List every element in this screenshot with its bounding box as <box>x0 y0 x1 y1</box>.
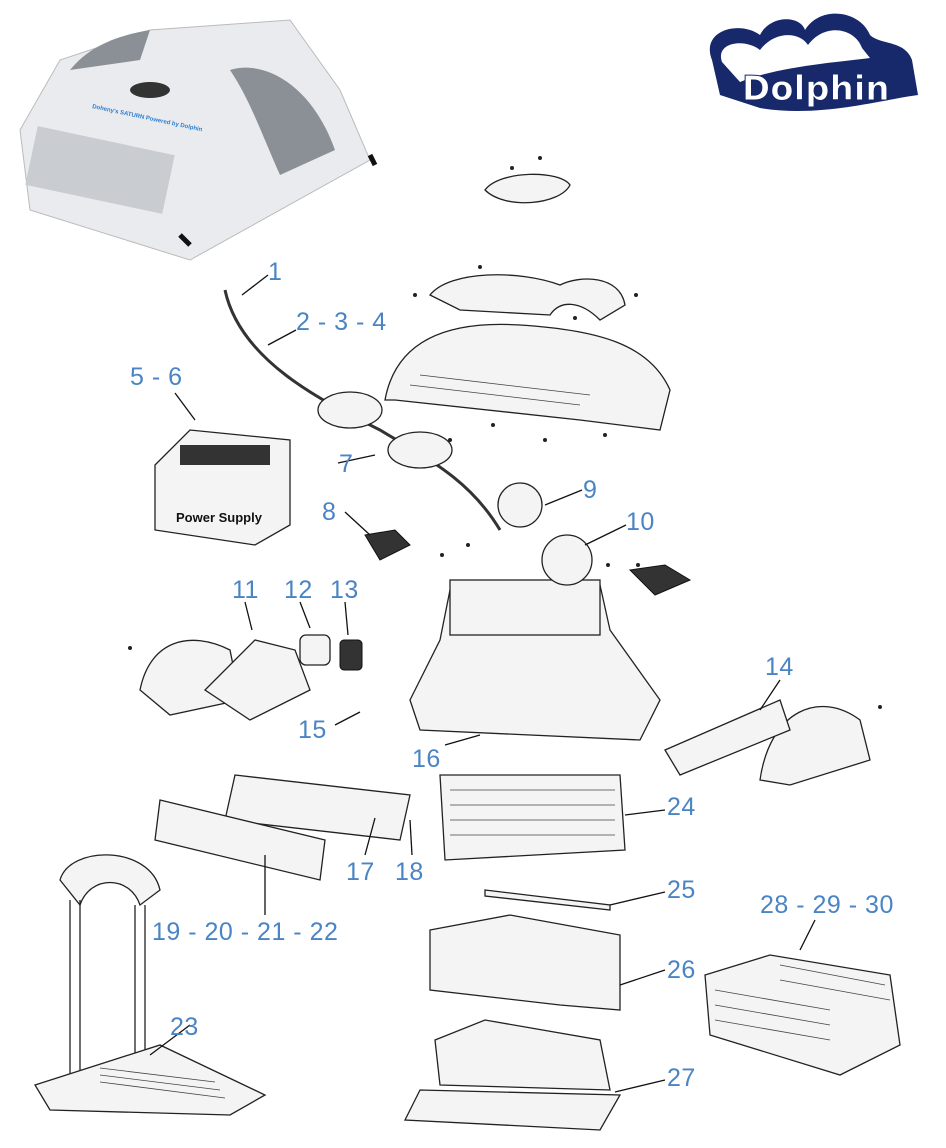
motor-circle <box>541 534 593 586</box>
callout-18: 18 <box>395 858 424 886</box>
pva-brush <box>154 799 326 881</box>
top-cover <box>384 323 671 431</box>
filter-bottom <box>403 1089 622 1131</box>
wheel <box>299 634 331 666</box>
top-cover-plate <box>484 173 571 204</box>
callout-9: 9 <box>583 476 598 504</box>
callout-27: 27 <box>667 1064 696 1092</box>
filter-clip <box>484 889 611 911</box>
callout-15: 15 <box>298 716 327 744</box>
filter-frame <box>434 1019 611 1091</box>
callout-12: 12 <box>284 576 313 604</box>
callout-16: 16 <box>412 745 441 773</box>
dolphin-logo: Dolphin <box>709 13 918 111</box>
callout-23: 23 <box>170 1013 199 1041</box>
cable-plate <box>387 431 453 469</box>
callout-17: 17 <box>346 858 375 886</box>
pulley <box>339 639 363 671</box>
motor-unit <box>449 579 601 636</box>
callout-2-3-4: 2 - 3 - 4 <box>296 308 387 336</box>
track-left <box>203 639 311 721</box>
svg-text:Dolphin: Dolphin <box>742 69 890 109</box>
impeller-circle <box>497 482 543 528</box>
callout-11: 11 <box>232 576 259 604</box>
filter-basket <box>439 774 626 861</box>
callout-10: 10 <box>626 508 655 536</box>
screws <box>128 156 882 709</box>
callout-24: 24 <box>667 793 696 821</box>
swivel <box>317 391 383 429</box>
power-supply: Power Supply <box>154 429 291 546</box>
callout-25: 25 <box>667 876 696 904</box>
callout-14: 14 <box>765 653 794 681</box>
callout-1: 1 <box>268 258 283 286</box>
callout-8: 8 <box>322 498 337 526</box>
callout-28-29-30: 28 - 29 - 30 <box>760 891 894 919</box>
filter-cartridge-frame <box>429 914 621 1011</box>
callout-13: 13 <box>330 576 359 604</box>
callout-5-6: 5 - 6 <box>130 363 183 391</box>
power-supply-text: Power Supply <box>176 510 263 525</box>
robot-product-image: Doheny's SATURN Powered by Dolphin <box>19 19 378 261</box>
callout-19-20-21-22: 19 - 20 - 21 - 22 <box>152 918 339 946</box>
caddy <box>34 854 267 1116</box>
leader-lines <box>149 274 816 1093</box>
brush-roller <box>224 774 411 841</box>
callout-7: 7 <box>339 450 354 478</box>
floating-cable <box>223 289 502 531</box>
track-right <box>664 699 791 776</box>
callout-26: 26 <box>667 956 696 984</box>
fine-filter-panels <box>704 954 901 1076</box>
clip-right <box>628 564 692 596</box>
clip-left <box>364 529 411 561</box>
handle <box>428 274 626 321</box>
